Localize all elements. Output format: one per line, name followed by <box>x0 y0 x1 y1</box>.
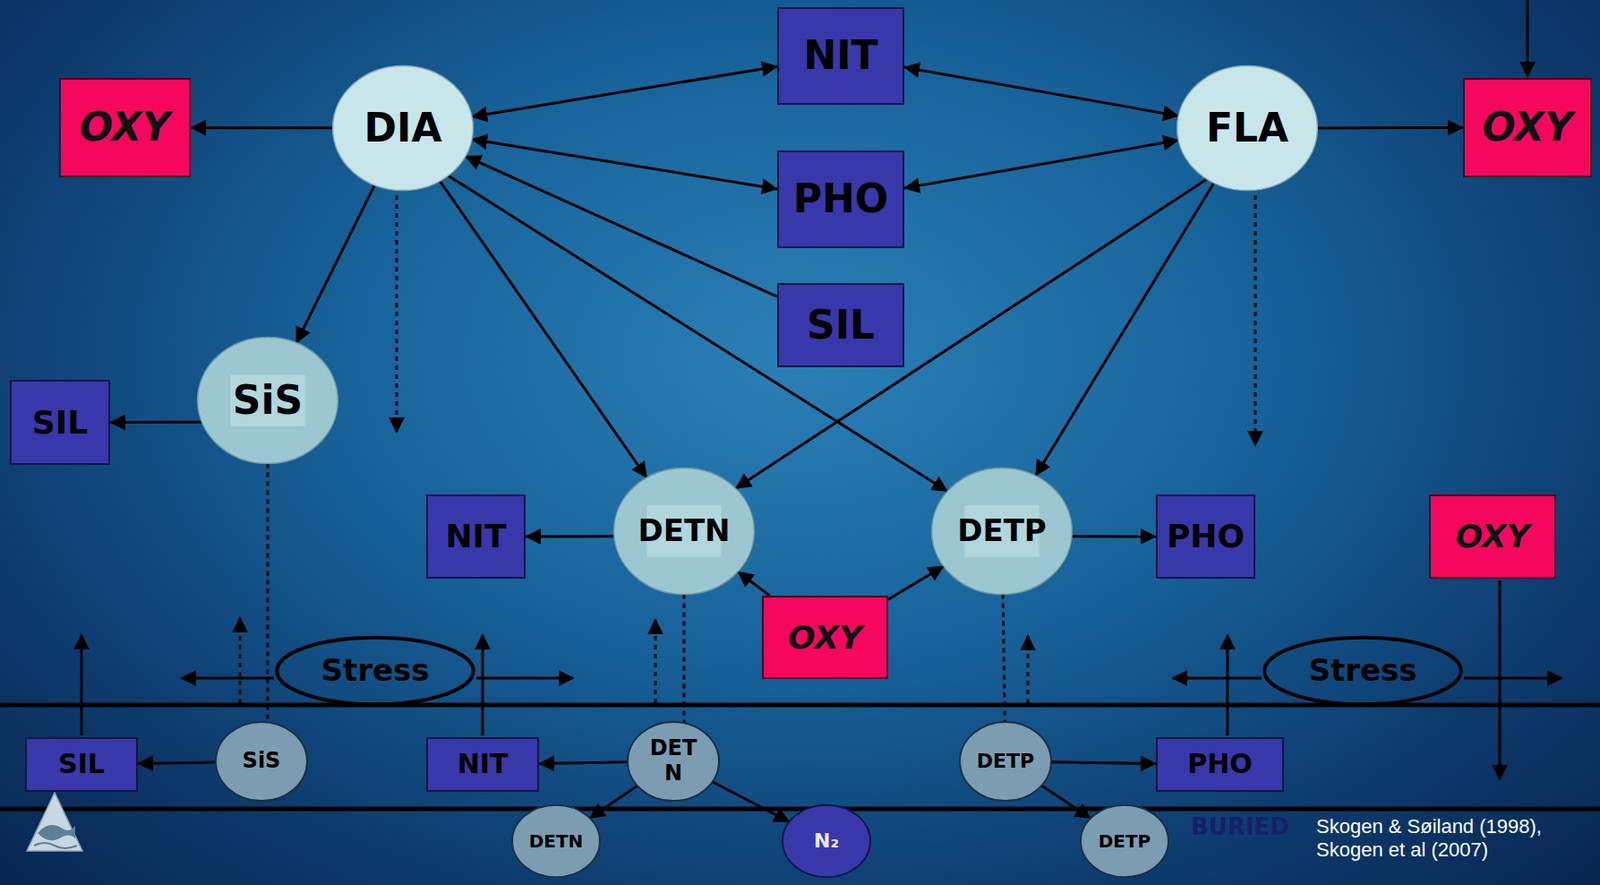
node-label: DET N <box>645 735 702 786</box>
node-label: SIL <box>58 748 105 780</box>
flux-arrow <box>1317 126 1464 129</box>
node-label: N₂ <box>813 829 839 852</box>
release-arrow <box>80 634 84 736</box>
flux-arrow <box>190 126 334 129</box>
flux-arrow <box>439 180 647 478</box>
flux-arrow <box>296 185 375 343</box>
oxygen-consumption-arrow <box>1498 580 1502 779</box>
node-label: PHO <box>1166 517 1245 555</box>
sediment-circle: DETP <box>1079 804 1170 878</box>
plankton-ellipse: DETN <box>612 466 756 596</box>
sinking-arrow <box>1254 195 1258 445</box>
sediment-circle: DETN <box>511 804 601 878</box>
stress-arrow <box>476 676 574 680</box>
nutrient-box: NIT <box>426 736 540 792</box>
citation-text: Skogen & Søiland (1998), Skogen et al (2… <box>1316 814 1551 863</box>
resuspension-arrow <box>1026 635 1030 703</box>
flux-arrow <box>1035 182 1215 476</box>
node-label: FLA <box>1206 105 1289 152</box>
flux-arrow <box>590 785 638 818</box>
flux-arrow <box>904 67 1179 116</box>
stress-ellipse: Stress <box>1262 636 1464 705</box>
nutrient-box: SIL <box>777 282 905 368</box>
node-label: Stress <box>320 652 429 688</box>
node-label: PHO <box>1187 748 1253 780</box>
nutrient-box: SIL <box>25 736 138 792</box>
node-label: SIL <box>806 302 875 349</box>
plankton-ellipse: SiS <box>196 335 340 465</box>
node-label: DETP <box>976 749 1035 772</box>
node-label: DETP <box>1098 830 1152 852</box>
node-label: SiS <box>242 748 282 774</box>
release-arrow <box>481 634 485 736</box>
node-label: OXY <box>1481 104 1574 151</box>
oxygen-box: OXY <box>1428 494 1557 579</box>
node-label: SiS <box>232 377 303 424</box>
node-label: NIT <box>803 33 878 79</box>
oxygen-box: OXY <box>1463 77 1592 178</box>
sediment-circle: SiS <box>214 720 309 802</box>
watermark-label: BURIED <box>1190 812 1290 841</box>
flux-arrow <box>465 155 778 297</box>
node-label: NIT <box>444 517 506 555</box>
sinking-arrow <box>395 195 399 432</box>
stress-arrow <box>1463 676 1562 680</box>
flux-arrow <box>110 420 202 424</box>
node-label: OXY <box>1454 517 1530 555</box>
flux-arrow <box>888 565 944 599</box>
flux-arrow <box>1041 785 1091 819</box>
sediment-circle: N₂ <box>781 804 872 878</box>
sediment-circle: DET N <box>626 720 720 802</box>
plankton-ellipse: DIA <box>331 64 475 192</box>
stress-ellipse: Stress <box>274 636 476 705</box>
resuspension-arrow <box>654 619 658 703</box>
nutrient-box: PHO <box>1155 736 1284 792</box>
nutrient-box: NIT <box>426 494 526 579</box>
node-label: DETP <box>957 513 1047 548</box>
flux-arrow <box>904 139 1179 189</box>
flux-arrow <box>539 761 628 764</box>
flux-arrow <box>1051 761 1156 764</box>
node-label: SIL <box>32 403 88 441</box>
node-label: Stress <box>1308 652 1417 688</box>
stress-arrow <box>181 676 274 680</box>
plankton-ellipse: FLA <box>1175 64 1319 192</box>
sinking-flux <box>682 594 685 724</box>
resuspension-arrow <box>239 617 242 703</box>
oxygen-input-arrow <box>1526 0 1530 77</box>
node-label: DIA <box>364 105 443 152</box>
oxygen-box: OXY <box>761 595 889 679</box>
burial-line <box>0 806 1600 812</box>
nutrient-box: NIT <box>777 7 905 105</box>
flux-arrow <box>1071 534 1156 538</box>
node-label: DETN <box>529 830 584 852</box>
sediment-circle: DETP <box>958 720 1053 802</box>
flux-arrow <box>471 66 778 117</box>
nutrient-box: PHO <box>777 150 905 249</box>
node-label: DETN <box>637 513 730 548</box>
sinking-flux <box>1002 594 1005 722</box>
sinking-flux <box>265 463 269 723</box>
node-label: PHO <box>793 176 889 223</box>
flux-arrow <box>737 571 771 596</box>
release-arrow <box>1226 634 1230 736</box>
stress-arrow <box>1172 676 1262 680</box>
flux-arrow <box>471 139 778 189</box>
oxygen-box: OXY <box>59 77 191 178</box>
node-label: NIT <box>457 748 509 780</box>
nutrient-box: PHO <box>1155 494 1256 579</box>
plankton-ellipse: DETP <box>930 466 1074 596</box>
node-label: OXY <box>787 618 863 656</box>
nutrient-box: SIL <box>9 379 111 465</box>
flux-arrow <box>712 781 790 822</box>
flux-arrow <box>137 761 216 764</box>
institute-logo <box>26 792 83 851</box>
node-label: OXY <box>79 104 172 151</box>
flux-arrow <box>525 534 615 538</box>
